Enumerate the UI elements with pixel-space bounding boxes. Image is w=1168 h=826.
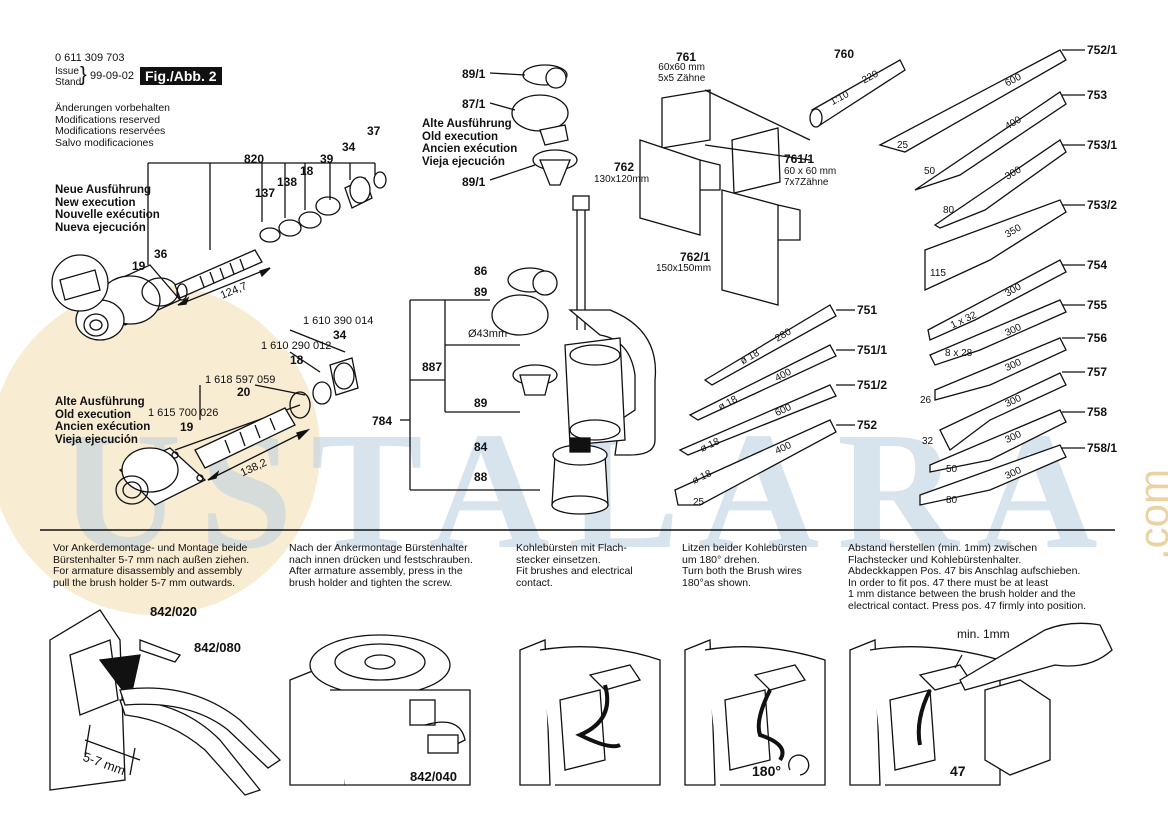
dim-43mm: Ø43mm	[468, 328, 508, 340]
point-id: 752	[857, 418, 878, 432]
chisel-id: 758/1	[1087, 441, 1118, 455]
chisel-width: 8 x 28	[945, 348, 973, 359]
label-84: 84	[474, 440, 488, 454]
label-842-040: 842/040	[410, 769, 457, 784]
label-137: 137	[255, 186, 276, 200]
label-842-080: 842/080	[194, 640, 241, 655]
instruction-3: Kohlebürsten mit Flach-stecker einsetzen…	[516, 542, 633, 589]
chisel-id: 754	[1087, 258, 1108, 272]
label-19b: 19	[180, 420, 194, 434]
chisel-id: 753	[1087, 88, 1108, 102]
label-39: 39	[320, 152, 334, 166]
chisel-id: 755	[1087, 298, 1108, 312]
label-18b: 18	[290, 353, 304, 367]
spec-762: 130x120mm	[594, 174, 650, 185]
chisel-width: 25	[897, 140, 909, 151]
point-id: 751/2	[857, 378, 888, 392]
label-762: 762	[614, 160, 635, 174]
label-761-1: 761/1	[784, 152, 815, 166]
label-34: 34	[342, 140, 356, 154]
figure-label: Fig./Abb. 2	[140, 67, 222, 85]
chisel-id: 757	[1087, 365, 1108, 379]
chisel-width: 26	[920, 395, 932, 406]
label-86: 86	[474, 264, 488, 278]
label-18: 18	[300, 164, 314, 178]
label-138: 138	[277, 175, 298, 189]
label-762-1: 762/1	[680, 250, 711, 264]
chisel-width: 80	[943, 205, 955, 216]
chisel-id: 753/2	[1087, 198, 1118, 212]
label-min-1mm: min. 1mm	[957, 627, 1010, 641]
label-760: 760	[834, 47, 855, 61]
issue-label: Issue	[55, 66, 79, 77]
chisel-width: 115	[930, 268, 946, 279]
point-id: 751	[857, 303, 878, 317]
spec-762-1: 150x150mm	[656, 263, 712, 274]
chisel-id: 752/1	[1087, 43, 1118, 57]
label-784: 784	[372, 414, 393, 428]
chisel-width: 50	[924, 166, 936, 177]
label-842-020: 842/020	[150, 604, 197, 619]
label-87-1: 87/1	[462, 97, 486, 111]
label-89-1a: 89/1	[462, 67, 486, 81]
chisel-id: 758	[1087, 405, 1108, 419]
label-47: 47	[950, 763, 966, 779]
label-89b: 89	[474, 396, 488, 410]
issue-date: 99-09-02	[90, 70, 135, 82]
label-820: 820	[244, 152, 265, 166]
part-number: 0 611 309 703	[55, 52, 125, 64]
label-36: 36	[154, 247, 168, 261]
partno-34: 1 610 390 014	[303, 315, 374, 327]
label-180deg: 180°	[752, 763, 781, 779]
chisel-id: 756	[1087, 331, 1108, 345]
partno-18: 1 610 290 012	[261, 340, 332, 352]
partno-026: 1 615 700 026	[148, 407, 219, 419]
label-37: 37	[367, 124, 381, 138]
chisel-width: 50	[946, 464, 958, 475]
partno-059: 1 618 597 059	[205, 374, 276, 386]
label-761: 761	[676, 50, 697, 64]
chisel-width: 32	[922, 436, 934, 447]
label-88: 88	[474, 470, 488, 484]
label-20: 20	[237, 385, 251, 399]
label-887: 887	[422, 360, 443, 374]
point-width: 25	[693, 497, 705, 508]
chisel-width: 80	[946, 495, 958, 506]
label-34b: 34	[333, 328, 347, 342]
issue-brace: }	[80, 64, 87, 86]
label-89: 89	[474, 285, 488, 299]
label-89-1b: 89/1	[462, 175, 486, 189]
point-id: 751/1	[857, 343, 888, 357]
chisel-id: 753/1	[1087, 138, 1118, 152]
label-19: 19	[132, 259, 146, 273]
stand-label: Stand	[55, 77, 82, 88]
